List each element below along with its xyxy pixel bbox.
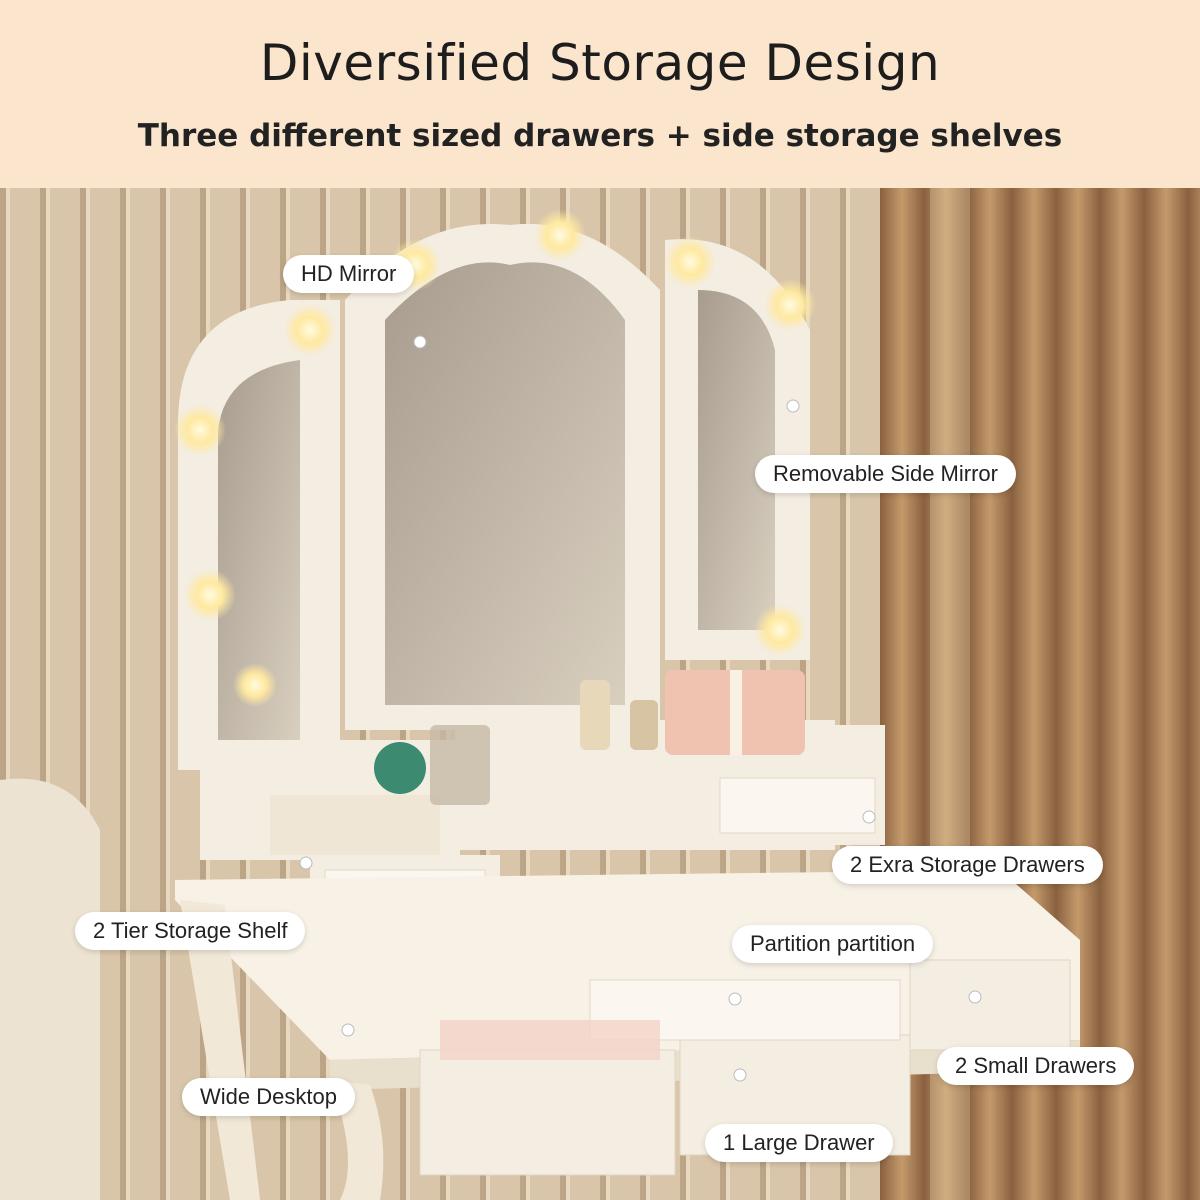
armchair <box>0 778 100 1200</box>
tier-storage-shelf-callout: 2 Tier Storage Shelf <box>75 912 306 950</box>
callout-pointer-dot <box>733 1068 747 1082</box>
callout-pointer-dot <box>341 1023 355 1037</box>
callout-pointer-dot <box>299 856 313 870</box>
hd-mirror-callout: HD Mirror <box>283 255 415 293</box>
callout-pointer-dot <box>968 990 982 1004</box>
removable-side-mirror-callout: Removable Side Mirror <box>755 455 1016 493</box>
page-title: Diversified Storage Design <box>259 34 941 92</box>
large-drawer-callout: 1 Large Drawer <box>705 1124 893 1162</box>
top-organizers <box>200 670 885 945</box>
callout-pointer-dot <box>786 399 800 413</box>
callout-pointer-dot <box>413 335 427 349</box>
callout-pointer-dot <box>862 810 876 824</box>
wide-desktop-callout: Wide Desktop <box>182 1078 355 1116</box>
mirror-lights <box>174 209 816 707</box>
partition-callout: Partition partition <box>732 925 934 963</box>
callout-pointer-dot <box>728 992 742 1006</box>
product-scene <box>0 188 1200 1200</box>
page-subtitle: Three different sized drawers + side sto… <box>137 118 1063 154</box>
extra-storage-drawers-callout: 2 Exra Storage Drawers <box>832 846 1103 884</box>
vanity-desk <box>175 870 1080 1200</box>
vanity-illustration <box>0 188 1200 1200</box>
header-banner: Diversified Storage Design Three differe… <box>0 0 1200 188</box>
small-drawers-callout: 2 Small Drawers <box>937 1047 1135 1085</box>
